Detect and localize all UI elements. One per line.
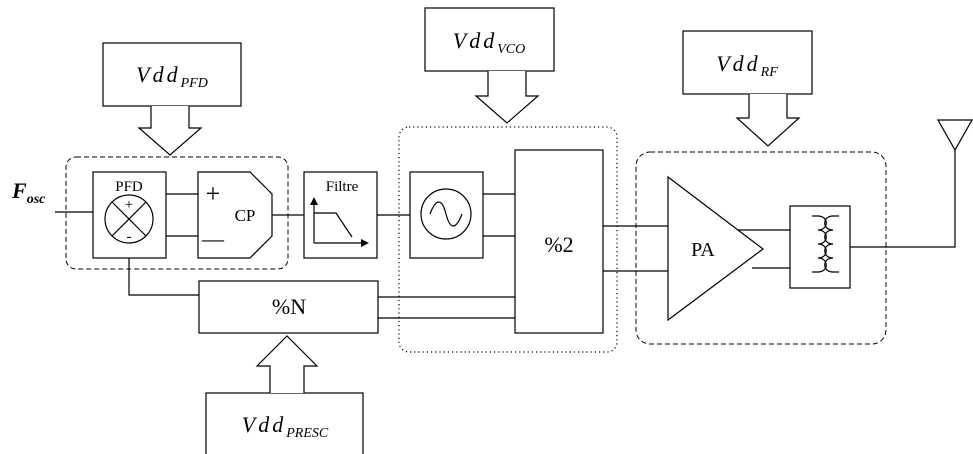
cp-block: + — CP: [197, 171, 273, 259]
vdd-vco-supply: VddVCO: [424, 7, 555, 124]
input-signal-main: F: [11, 178, 27, 203]
vdd-pfd-supply: VddPFD: [102, 42, 242, 156]
pfd-minus-sign: -: [127, 229, 132, 245]
vdd-presc-supply: VddPRESC: [205, 335, 364, 454]
svg-text:VddVCO: VddVCO: [453, 28, 525, 57]
pa-label: PA: [691, 239, 715, 261]
output-wire: [850, 145, 956, 248]
svg-text:VddPRESC: VddPRESC: [242, 412, 329, 441]
filter-label: Filtre: [326, 179, 359, 195]
input-signal-label: Fosc: [11, 178, 46, 207]
rf-domain-enclosure: [635, 151, 887, 345]
filter-block: Filtre: [303, 171, 378, 259]
vdd-vco-arrow: [474, 71, 540, 124]
pfd-plus-sign: +: [125, 197, 133, 213]
vdd-pfd-arrow: [137, 106, 203, 156]
primary-coil-icon: [812, 215, 827, 273]
pfd-label: PFD: [115, 179, 143, 195]
vdd-rf-supply: VddRF: [682, 30, 813, 147]
input-signal-sub: osc: [27, 192, 46, 207]
vco-domain-enclosure: [398, 126, 618, 353]
divide-by-n-label: %N: [272, 294, 306, 319]
cp-minus-sign: —: [201, 226, 225, 251]
vdd-rf-main: Vdd: [716, 51, 760, 76]
antenna-icon: [936, 119, 973, 152]
divide-by-n-block: %N: [198, 280, 379, 334]
divide-by-2-block: %2: [514, 149, 604, 334]
vdd-pfd-sub: PFD: [180, 76, 208, 91]
cp-label: CP: [235, 206, 256, 225]
secondary-coil-icon: [824, 215, 839, 273]
vco-block: [409, 171, 484, 259]
vdd-rf-arrow: [735, 94, 801, 147]
vdd-presc-arrow: [255, 335, 319, 393]
lowpass-response-icon: [310, 197, 369, 247]
vdd-presc-main: Vdd: [242, 412, 286, 437]
vdd-pfd-main: Vdd: [136, 62, 180, 87]
divide-by-2-label: %2: [544, 232, 573, 257]
pfd-mixer-symbol: [104, 194, 154, 244]
feedback-wire: [128, 258, 199, 296]
vdd-rf-sub: RF: [760, 65, 779, 80]
vdd-presc-sub: PRESC: [285, 426, 329, 441]
svg-text:VddPFD: VddPFD: [136, 62, 208, 91]
sine-wave-icon: [429, 201, 463, 227]
pfd-domain-enclosure: [65, 156, 289, 270]
power-amplifier-block: PA: [667, 175, 764, 322]
vdd-vco-sub: VCO: [497, 42, 525, 57]
svg-text:VddRF: VddRF: [716, 51, 778, 80]
cp-plus-sign: +: [206, 179, 221, 208]
vdd-vco-main: Vdd: [453, 28, 497, 53]
transformer-balun-block: [789, 205, 851, 289]
pfd-block: PFD + -: [92, 171, 167, 259]
